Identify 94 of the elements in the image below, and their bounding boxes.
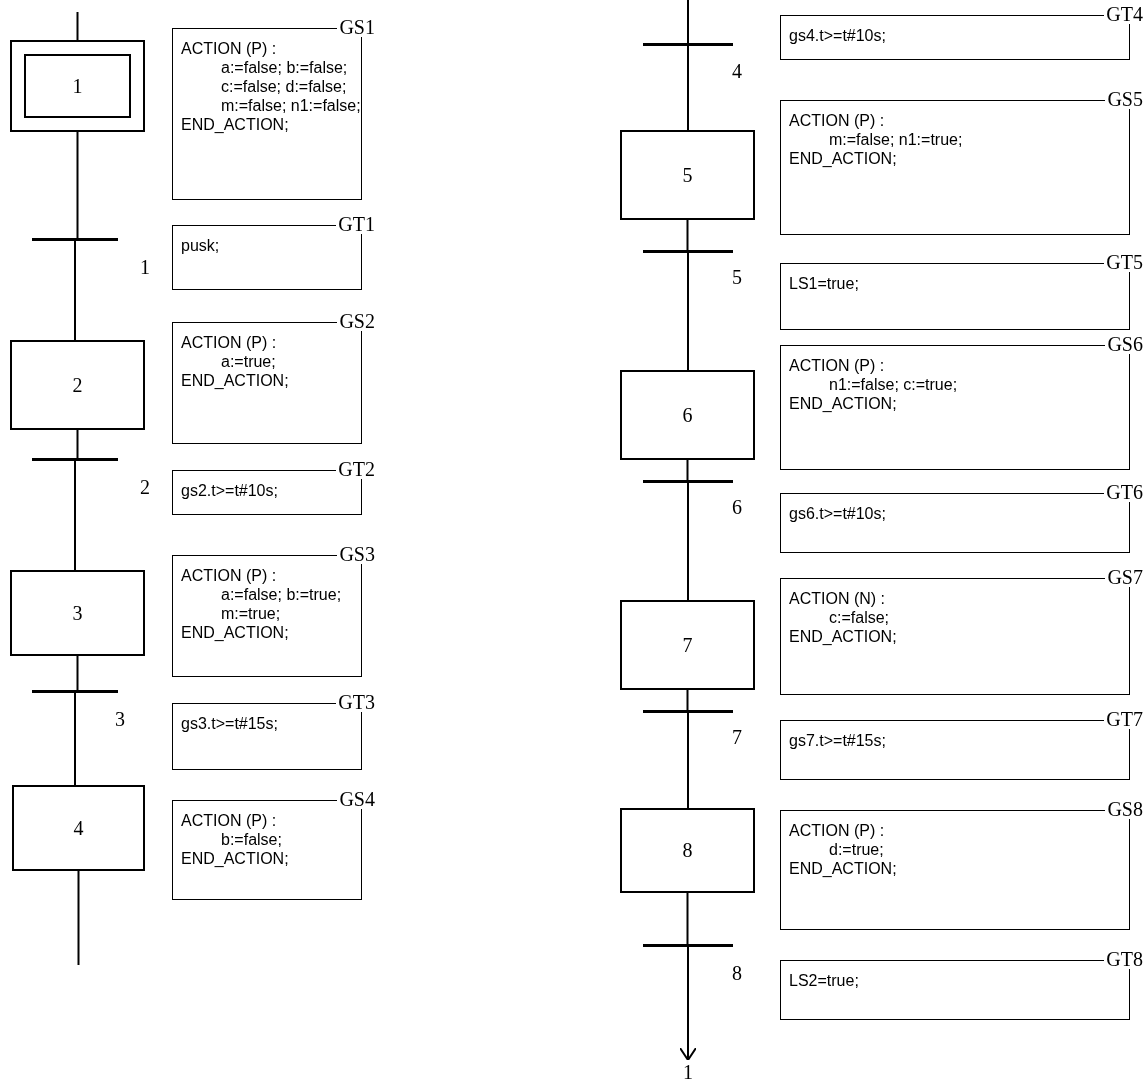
box-title: GT1 <box>336 214 375 234</box>
connector-line <box>687 0 689 44</box>
code-line: LS2=true; <box>789 971 859 990</box>
code-line: ACTION (P) : <box>181 566 277 585</box>
box-title: GS3 <box>337 544 375 564</box>
box-title: GT6 <box>1104 482 1143 502</box>
box-title: GT2 <box>336 459 375 479</box>
box-title: GS7 <box>1105 567 1143 587</box>
transition-number: 5 <box>732 266 742 288</box>
initial-step-box: 1 <box>10 40 145 132</box>
code-line: gs4.t>=t#10s; <box>789 26 886 45</box>
code-line: END_ACTION; <box>181 371 289 390</box>
arrow <box>679 946 697 1061</box>
code-line: m:=false; n1:=true; <box>829 130 963 149</box>
transition-bar <box>643 43 733 46</box>
transition-bar <box>643 710 733 713</box>
connector-line <box>76 11 79 41</box>
code-line: gs3.t>=t#15s; <box>181 714 278 733</box>
box-title: GT5 <box>1104 252 1143 272</box>
code-line: ACTION (P) : <box>789 111 885 130</box>
connector-line <box>687 45 689 131</box>
box-title: GT4 <box>1104 4 1143 24</box>
code-line: gs2.t>=t#10s; <box>181 481 278 500</box>
code-line: gs6.t>=t#10s; <box>789 504 886 523</box>
transition-number: 8 <box>732 962 742 984</box>
code-line: c:=false; <box>829 608 890 627</box>
box-title: GS6 <box>1105 334 1143 354</box>
transition-number: 7 <box>732 726 742 748</box>
code-line: ACTION (P) : <box>789 356 885 375</box>
step-box: 4 <box>12 785 145 871</box>
code-line: m:=false; n1:=false; <box>221 96 361 115</box>
box-title: GT8 <box>1104 949 1143 969</box>
transition-bar <box>32 238 118 241</box>
code-line: ACTION (N) : <box>789 589 885 608</box>
box-title: GS8 <box>1105 799 1143 819</box>
code-line: END_ACTION; <box>789 394 897 413</box>
connector-line <box>76 429 79 459</box>
step-box: 7 <box>620 600 755 690</box>
step-box: 8 <box>620 808 755 893</box>
code-line: a:=false; b:=false; <box>221 58 348 77</box>
step-box: 5 <box>620 130 755 220</box>
transition-bar <box>32 458 118 461</box>
transition-bar <box>643 944 733 947</box>
connector-line <box>76 131 79 239</box>
code-line: ACTION (P) : <box>181 333 277 352</box>
transition-number: 1 <box>140 256 150 278</box>
connector-line <box>687 482 689 601</box>
connector-line <box>74 240 76 341</box>
connector-line <box>686 689 689 711</box>
box-title: GS5 <box>1105 89 1143 109</box>
code-line: END_ACTION; <box>789 859 897 878</box>
transition-bar <box>32 690 118 693</box>
code-line: ACTION (P) : <box>181 39 277 58</box>
code-line: a:=true; <box>221 352 276 371</box>
box-title: GT7 <box>1104 709 1143 729</box>
step-box: 6 <box>620 370 755 460</box>
code-line: ACTION (P) : <box>181 811 277 830</box>
code-line: n1:=false; c:=true; <box>829 375 958 394</box>
transition-number: 3 <box>115 708 125 730</box>
step-box: 3 <box>10 570 145 656</box>
code-line: ACTION (P) : <box>789 821 885 840</box>
code-line: a:=false; b:=true; <box>221 585 342 604</box>
connector-line <box>686 219 689 251</box>
code-line: END_ACTION; <box>789 627 897 646</box>
transition-bar <box>643 250 733 253</box>
connector-line <box>686 459 689 481</box>
step-reference: 1 <box>676 1060 700 1086</box>
connector-line <box>74 460 76 571</box>
code-line: END_ACTION; <box>181 115 289 134</box>
code-line: gs7.t>=t#15s; <box>789 731 886 750</box>
box-title: GT3 <box>336 692 375 712</box>
code-line: c:=false; d:=false; <box>221 77 347 96</box>
transition-bar <box>643 480 733 483</box>
connector-line <box>687 252 689 371</box>
connector-line <box>686 892 689 945</box>
connector-line <box>76 655 79 691</box>
code-line: m:=true; <box>221 604 281 623</box>
box-title: GS2 <box>337 311 375 331</box>
code-line: END_ACTION; <box>181 623 289 642</box>
box-title: GS4 <box>337 789 375 809</box>
code-line: END_ACTION; <box>789 149 897 168</box>
transition-number: 4 <box>732 60 742 82</box>
code-line: LS1=true; <box>789 274 859 293</box>
transition-number: 2 <box>140 476 150 498</box>
box-title: GS1 <box>337 17 375 37</box>
connector-line <box>77 870 80 966</box>
code-line: END_ACTION; <box>181 849 289 868</box>
code-line: pusk; <box>181 236 220 255</box>
step-box: 2 <box>10 340 145 430</box>
connector-line <box>687 712 689 809</box>
code-line: b:=false; <box>221 830 282 849</box>
connector-line <box>74 692 76 786</box>
code-line: d:=true; <box>829 840 884 859</box>
transition-number: 6 <box>732 496 742 518</box>
